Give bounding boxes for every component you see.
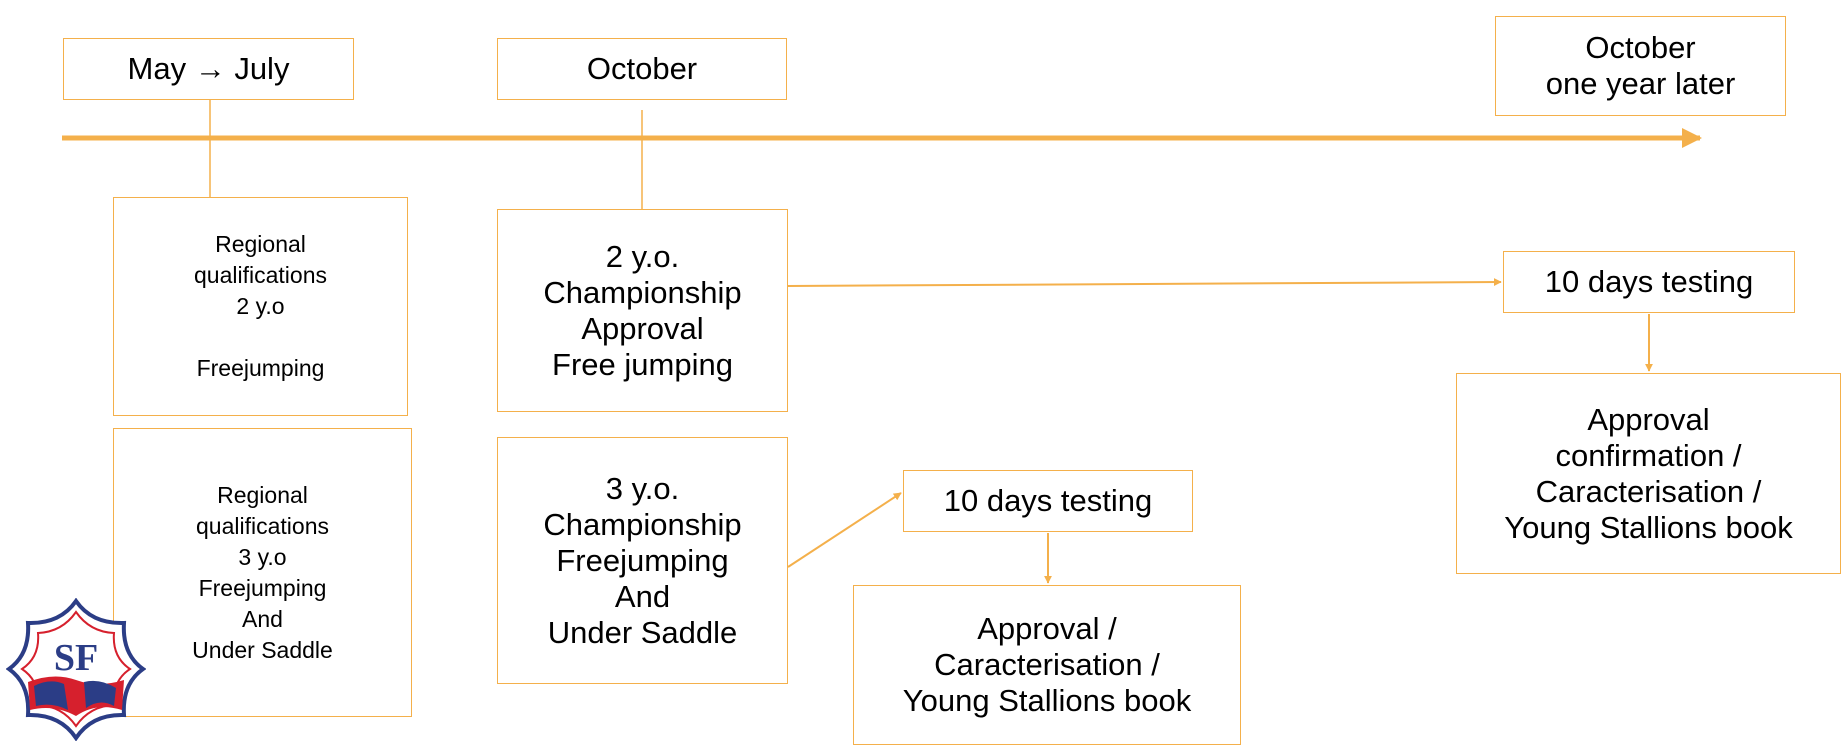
approval-3yo-box: Approval / Caracterisation / Young Stall… [853,585,1241,745]
regional-3yo-line-6: Under Saddle [192,636,333,663]
championship-3yo-box: 3 y.o. Championship Freejumping And Unde… [497,437,788,684]
regional-3yo-line-4: Freejumping [198,574,327,601]
championship-2yo-line-3: Approval [581,310,704,346]
championship-2yo-line-1: 2 y.o. [605,238,680,274]
october-one-year-later-box: October one year later [1495,16,1786,116]
sf-horse-star-logo-icon: SF [6,598,146,741]
regional-2yo-box: Regional qualifications 2 y.o Freejumpin… [113,197,408,416]
regional-2yo-line-2: qualifications [194,262,327,288]
october-later-line-2: one year later [1545,66,1736,101]
championship-3yo-line-1: 3 y.o. [605,470,680,506]
approval-3yo-line-2: Caracterisation / [934,647,1160,682]
championship-2yo-line-4: Free jumping [552,346,733,382]
championship-3yo-line-3: Freejumping [556,542,729,578]
approval-2yo-line-4: Young Stallions book [1504,509,1793,545]
championship-2yo-line-2: Championship [543,274,742,310]
approval-2yo-line-2: confirmation / [1555,437,1742,473]
regional-3yo-line-1: Regional [217,481,308,508]
testing-3yo-label: 10 days testing [943,483,1153,518]
regional-3yo-line-5: And [242,605,283,632]
regional-3yo-line-3: 3 y.o [238,543,287,570]
approval-2yo-box: Approval confirmation / Caracterisation … [1456,373,1841,574]
approval-2yo-line-1: Approval [1587,401,1710,437]
october-label: October [586,51,698,86]
may-july-label: May → July [127,51,290,86]
regional-3yo-box: Regional qualifications 3 y.o Freejumpin… [113,428,412,717]
regional-2yo-line-5: Freejumping [196,355,325,381]
approval-3yo-line-3: Young Stallions book [902,683,1192,718]
arrow-2yo-to-testing [787,278,1502,287]
october-box: October [497,38,787,100]
arrow-3yo-to-testing [787,492,902,568]
approval-3yo-line-1: Approval / [977,611,1117,646]
logo-text: SF [54,637,98,679]
may-july-box: May → July [63,38,354,100]
testing-3yo-box: 10 days testing [903,470,1193,532]
october-later-line-1: October [1585,30,1696,65]
championship-3yo-line-5: Under Saddle [547,614,738,650]
regional-2yo-line-3: 2 y.o [236,293,285,319]
testing-2yo-label: 10 days testing [1544,264,1754,299]
regional-3yo-line-2: qualifications [196,512,329,539]
regional-2yo-line-1: Regional [215,231,306,257]
testing-2yo-box: 10 days testing [1503,251,1795,313]
championship-2yo-box: 2 y.o. Championship Approval Free jumpin… [497,209,788,412]
championship-3yo-line-2: Championship [543,506,742,542]
championship-3yo-line-4: And [614,578,671,614]
approval-2yo-line-3: Caracterisation / [1535,473,1762,509]
